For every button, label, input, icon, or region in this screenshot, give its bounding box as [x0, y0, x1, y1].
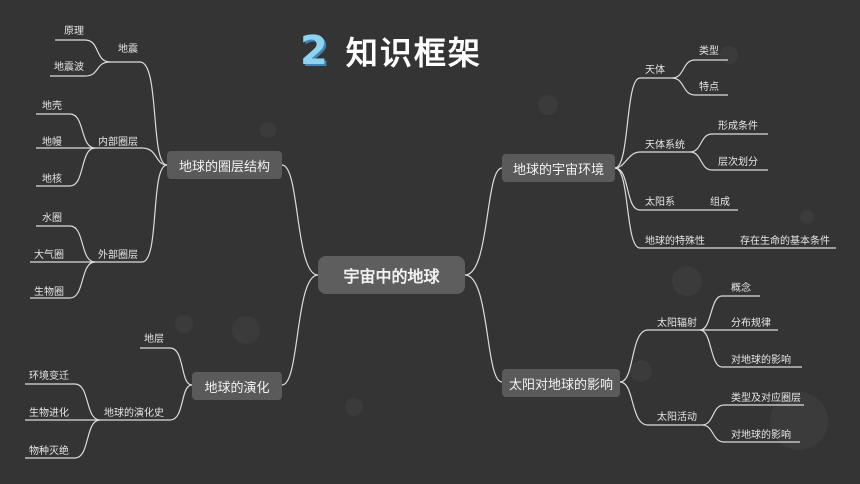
label-radiation-impact: 对地球的影响	[731, 355, 791, 366]
decor-bubble	[770, 392, 828, 450]
decor-bubble	[260, 122, 276, 138]
label-activity-types: 类型及对应圈层	[731, 393, 801, 404]
node-sun: 太阳对地球的影响	[502, 369, 620, 397]
label-features: 特点	[699, 82, 719, 93]
label-celestial-system: 天体系统	[645, 140, 685, 151]
node-cosmic: 地球的宇宙环境	[502, 154, 615, 182]
label-types: 类型	[699, 46, 719, 57]
label-hydrosphere: 水圈	[42, 213, 62, 224]
decor-bubble	[345, 398, 363, 416]
label-inner-layers: 内部圈层	[98, 137, 138, 148]
label-hierarchy: 层次划分	[718, 157, 758, 168]
center-node: 宇宙中的地球	[318, 256, 465, 294]
label-formation-conditions: 形成条件	[718, 121, 758, 132]
label-distribution: 分布规律	[731, 318, 771, 329]
label-activity-impact: 对地球的影响	[731, 430, 791, 441]
node-evolution: 地球的演化	[192, 372, 282, 400]
label-concept: 概念	[731, 283, 751, 294]
decor-bubble	[630, 360, 652, 382]
label-mantle: 地幔	[42, 137, 62, 148]
label-extinction: 物种灭绝	[29, 446, 69, 457]
label-outer-layers: 外部圈层	[98, 250, 138, 261]
label-solar-activity: 太阳活动	[657, 412, 697, 423]
label-history: 地球的演化史	[104, 408, 164, 419]
decor-bubble	[538, 95, 558, 115]
label-earth-uniqueness: 地球的特殊性	[645, 236, 705, 247]
label-seismic-wave: 地震波	[54, 62, 84, 73]
decor-bubble	[232, 316, 260, 344]
decor-bubble	[175, 315, 193, 333]
label-biosphere: 生物圈	[34, 287, 64, 298]
label-atmosphere: 大气圈	[34, 250, 64, 261]
label-strata: 地层	[144, 334, 164, 345]
decor-bubble	[672, 266, 702, 296]
decor-bubble	[800, 210, 814, 224]
page-title: 2 知识框架	[300, 26, 482, 76]
label-solar-system: 太阳系	[645, 197, 675, 208]
label-celestial-body: 天体	[645, 65, 665, 76]
label-crust: 地壳	[42, 101, 62, 112]
section-number: 2	[300, 28, 328, 74]
label-environment-change: 环境变迁	[29, 371, 69, 382]
label-principle: 原理	[64, 26, 84, 37]
label-biological-evolution: 生物进化	[29, 408, 69, 419]
node-layers: 地球的圈层结构	[167, 151, 282, 179]
label-earthquake: 地震	[118, 44, 138, 55]
section-title: 知识框架	[345, 34, 482, 72]
label-life-conditions: 存在生命的基本条件	[740, 236, 830, 247]
label-core: 地核	[42, 174, 62, 185]
label-solar-radiation: 太阳辐射	[657, 318, 697, 329]
label-composition: 组成	[710, 197, 730, 208]
